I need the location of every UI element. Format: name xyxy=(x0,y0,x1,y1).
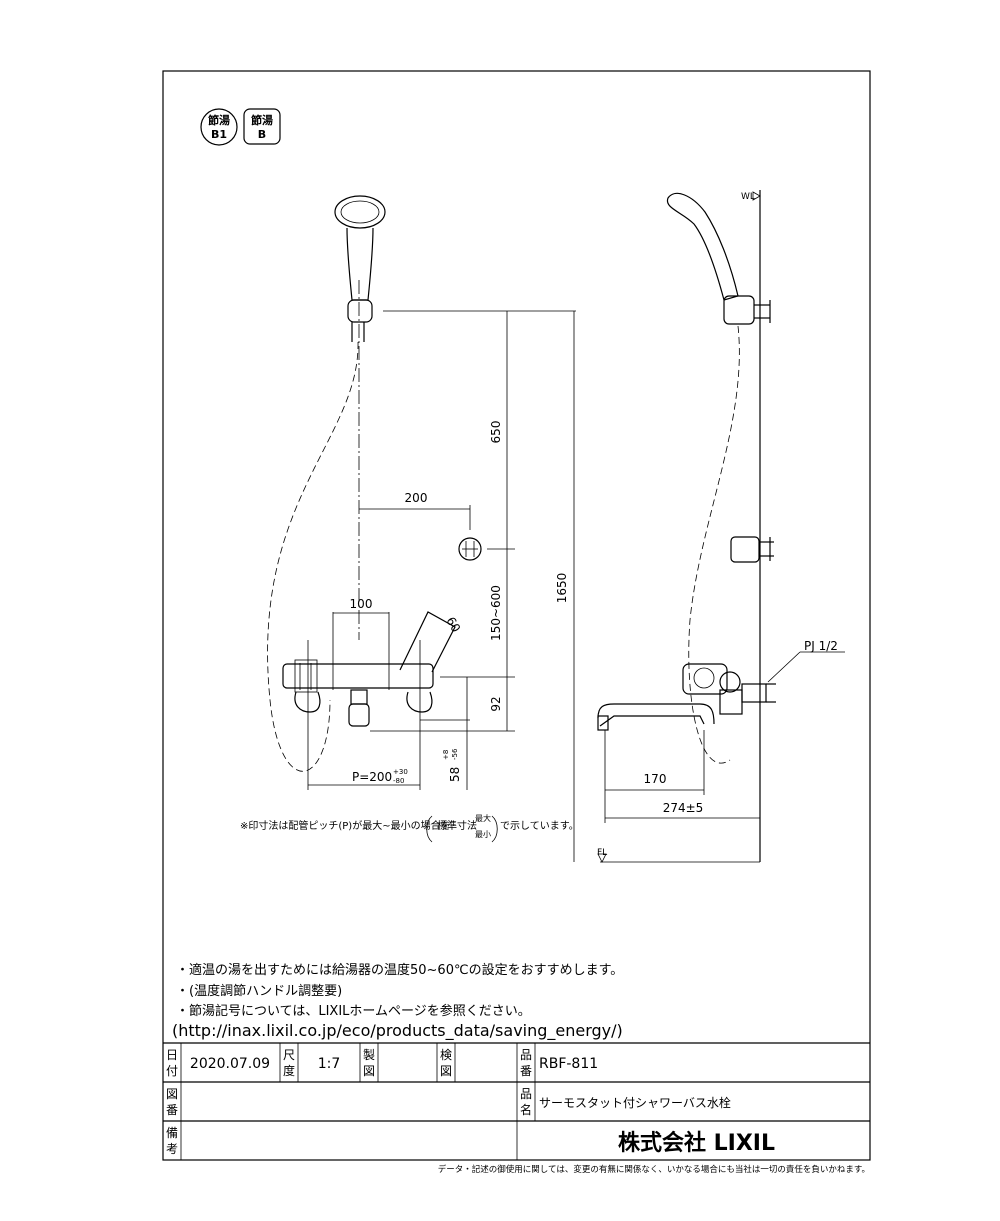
pitch-note-min: 最小 xyxy=(475,830,491,839)
note-2: ・(温度調節ハンドル調整要) xyxy=(176,983,342,999)
scale-label-1: 尺 xyxy=(283,1048,295,1062)
pitch-note-before: ※印寸法は配管ピッチ(P)が最大~最小の場合を xyxy=(240,819,451,832)
dim-60: 60 xyxy=(443,615,463,635)
shower-badge-line2: B1 xyxy=(211,128,227,141)
scale-label-2: 度 xyxy=(283,1063,295,1078)
shower-head-front xyxy=(334,195,386,342)
dim-650: 650 xyxy=(489,421,503,444)
drawn-label-2: 図 xyxy=(363,1064,375,1078)
remarks-label-1: 備 xyxy=(166,1125,178,1140)
faucet-badge-line1: 節湯 xyxy=(251,113,273,127)
note-3: ・節湯記号については、LIXILホームページを参照ください。 xyxy=(176,1003,531,1019)
pitch-note-standard: 標準寸法 xyxy=(437,819,477,832)
scale-value: 1:7 xyxy=(318,1056,341,1072)
shower-head-side xyxy=(666,192,771,325)
faucet-saving-badge: 節湯 B xyxy=(243,108,281,145)
drawing-no-label-1: 図 xyxy=(166,1087,178,1101)
part-no-label-1: 品 xyxy=(520,1048,532,1062)
dim-200: 200 xyxy=(405,491,428,505)
dim-pitch-tol-lower: -80 xyxy=(393,777,404,785)
dim-1650: 1650 xyxy=(555,573,569,604)
dim-pitch-tol-upper: +30 xyxy=(393,768,408,776)
notes: ・適温の湯を出すためには給湯器の温度50~60℃の設定をおすすめします。 ・(温… xyxy=(172,962,623,1041)
hose-front xyxy=(267,341,359,772)
sheet-border xyxy=(162,70,871,1161)
faucet-side xyxy=(597,663,776,731)
dim-100: 100 xyxy=(350,597,373,611)
fl-label: FL xyxy=(597,848,607,858)
pitch-note: ※印寸法は配管ピッチ(P)が最大~最小の場合を 標準寸法 最大 最小 で示してい… xyxy=(240,813,579,843)
check-label-2: 図 xyxy=(440,1064,452,1078)
shower-saving-badge: 節湯 B1 xyxy=(200,108,238,146)
date-label-1: 日 xyxy=(166,1048,178,1062)
dim-274: 274±5 xyxy=(663,801,704,815)
remarks-label-2: 考 xyxy=(166,1142,178,1156)
front-view: 100 60 200 P=200 +30 -80 58 +8 -56 650 1… xyxy=(267,195,576,862)
side-view: WL xyxy=(597,190,845,863)
dim-150-600: 150~600 xyxy=(489,585,503,641)
hose-side xyxy=(688,325,740,764)
faucet-body-front xyxy=(282,611,456,727)
dim-pitch: P=200 xyxy=(352,770,392,784)
pitch-note-max: 最大 xyxy=(475,813,491,823)
footer-note: データ・記述の御使用に関しては、変更の有無に関係なく、いかなる場合にも当社は一切… xyxy=(438,1164,870,1175)
slide-holder-front xyxy=(458,537,482,561)
name-label-1: 品 xyxy=(520,1087,532,1101)
dim-58-tol-upper: +8 xyxy=(442,750,450,760)
dim-58: 58 xyxy=(448,767,462,782)
name-label-2: 名 xyxy=(520,1102,532,1117)
check-label-1: 検 xyxy=(440,1048,452,1062)
pj-label: PJ 1/2 xyxy=(804,639,838,653)
note-1: ・適温の湯を出すためには給湯器の温度50~60℃の設定をおすすめします。 xyxy=(176,962,623,978)
date-label-2: 付 xyxy=(166,1064,178,1078)
name-value: サーモスタット付シャワーバス水栓 xyxy=(539,1095,731,1110)
dim-58-tol-lower: -56 xyxy=(451,748,459,760)
title-block: 日 付 2020.07.09 尺 度 1:7 製 図 検 図 品 番 RBF-8… xyxy=(163,1042,870,1160)
date-value: 2020.07.09 xyxy=(190,1056,270,1072)
company-name: 株式会社 LIXIL xyxy=(618,1130,775,1156)
url-note: (http://inax.lixil.co.jp/eco/products_da… xyxy=(172,1021,623,1041)
shower-badge-line1: 節湯 xyxy=(208,113,230,127)
slide-holder-side xyxy=(730,536,774,563)
part-no-label-2: 番 xyxy=(520,1064,532,1078)
drawing-no-label-2: 番 xyxy=(166,1103,178,1117)
drawn-label-1: 製 xyxy=(363,1048,375,1062)
dim-92: 92 xyxy=(489,696,503,711)
faucet-badge-line2: B xyxy=(258,128,266,141)
wl-label: WL xyxy=(741,192,755,202)
pitch-note-after: で示しています。 xyxy=(500,820,579,832)
dim-170: 170 xyxy=(644,772,667,786)
part-no-value: RBF-811 xyxy=(539,1056,598,1072)
